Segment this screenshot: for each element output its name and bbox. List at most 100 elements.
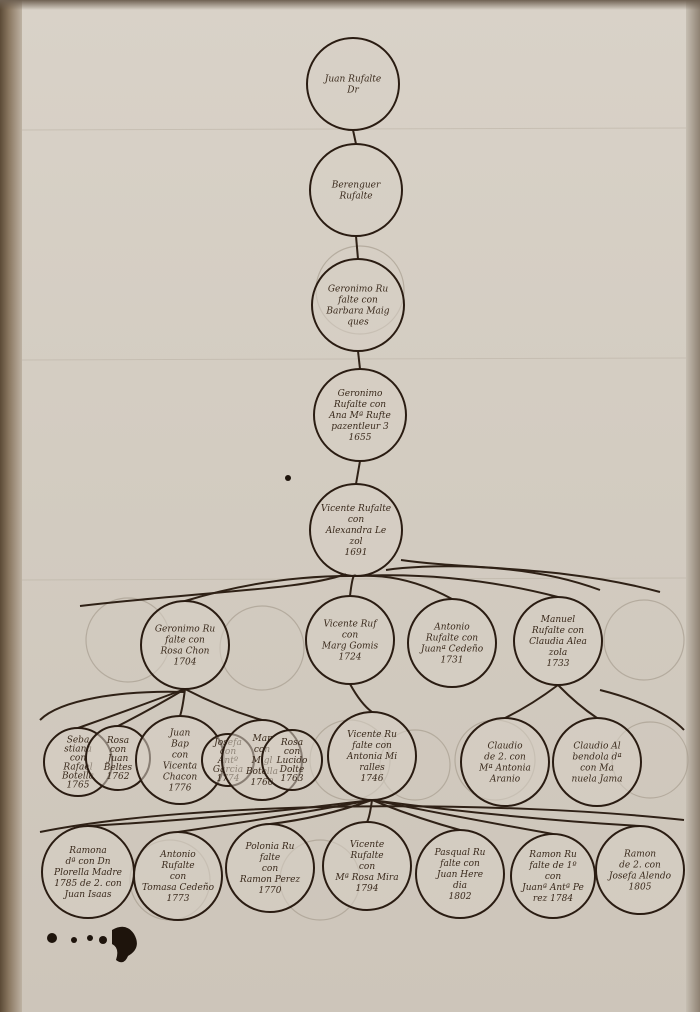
node-label: Polonia Ru (245, 842, 295, 852)
node-label: Geronimo (338, 389, 383, 399)
node-label: ques (347, 318, 369, 328)
node-label: zola (548, 648, 567, 658)
node-label: Geronimo Ru (155, 625, 216, 635)
node-label: Seba (67, 736, 90, 746)
node-label: con (348, 515, 364, 525)
node-label: Rosa (280, 738, 303, 748)
node-label: 1794 (356, 884, 379, 894)
node-circle (513, 596, 603, 686)
node-label: falte con (351, 741, 392, 751)
branch-connector (87, 799, 373, 827)
node-circle (327, 711, 417, 801)
node-circle (225, 823, 315, 913)
node-label: 1760 (251, 778, 274, 788)
node-label: Rufalte con (333, 400, 386, 410)
node-label: con Ma (580, 764, 614, 774)
node-label: Rufalte (349, 851, 383, 861)
tree-connectors (39, 129, 685, 835)
branch-connector (355, 574, 559, 598)
node-label: Antonio (433, 623, 470, 633)
node-label: Manuel (540, 615, 576, 625)
node-circle (309, 483, 403, 577)
branch-connector (349, 683, 373, 713)
node-circle (311, 258, 405, 352)
node-label: 1785 de 2. con (54, 879, 122, 889)
node-label: de 2. con (619, 861, 661, 871)
branch-connector (269, 799, 373, 825)
node-label: con (262, 864, 278, 874)
node-label: 1773 (167, 894, 190, 904)
node-circle (322, 821, 412, 911)
node-label: con (545, 872, 561, 882)
node-label: Ramon (623, 850, 656, 860)
branch-connector (371, 799, 554, 835)
node-label: con (110, 745, 126, 755)
branch-connector (371, 799, 461, 831)
chain-connector (357, 350, 361, 370)
node-label: Vicente Ru (347, 730, 397, 740)
branch-connector (184, 574, 357, 602)
node-label: rez 1784 (533, 894, 573, 904)
node-label: Vicente Rufalte (321, 504, 391, 514)
node-label: Mª Rosa Mira (334, 873, 398, 883)
node-label: Lucido (276, 756, 308, 766)
node-label: Beltes (103, 763, 133, 773)
node-label: Vicente Ruf (323, 620, 378, 630)
branch-connector (371, 799, 641, 827)
node-label: 1802 (449, 892, 472, 902)
node-label: Berenguer (331, 181, 381, 191)
node-circle (306, 37, 400, 131)
node-label: dia (453, 881, 467, 891)
node-label: Ramon Perez (239, 875, 301, 885)
node-label: Ana Mª Rufte (328, 411, 391, 421)
node-label: Juan Rufalte (323, 75, 382, 85)
node-label: Rufalte (338, 192, 372, 202)
page-edge (686, 0, 700, 1012)
node-label: Botella (61, 772, 94, 782)
node-label: Antonia Mi (346, 752, 397, 762)
node-label: Claudio Al (573, 742, 620, 752)
node-label: stiana (64, 745, 92, 755)
node-label: 1691 (345, 548, 368, 558)
branch-connector (504, 684, 559, 719)
node-label: Vicenta (163, 762, 197, 772)
node-label: de 2. con (484, 753, 526, 763)
node-label: Alexandra Le (325, 526, 387, 536)
node-label: Claudio (488, 742, 524, 752)
node-label: nuela Jama (572, 775, 623, 785)
node-label: Bap (170, 740, 189, 750)
ink-blots (47, 475, 291, 963)
node-label: Chacon (163, 773, 198, 783)
chain-connector (355, 460, 361, 485)
node-label: 1770 (259, 886, 282, 896)
node-label: Tomasa Cedeño (142, 883, 215, 893)
node-circle (415, 829, 505, 919)
node-label: con (254, 745, 270, 755)
branch-connector (557, 684, 598, 719)
node-label: Aranio (489, 775, 521, 785)
branch-connector (177, 799, 373, 833)
node-label: Juan Isaas (63, 890, 112, 900)
node-label: Rafael (62, 763, 92, 773)
node-label: Plorella Madre (53, 868, 122, 878)
node-label: Botella (245, 767, 278, 777)
node-circle (552, 717, 642, 807)
node-label: con (284, 747, 300, 757)
node-label: Claudia Alea (529, 637, 587, 647)
node-label: Vicente (350, 840, 384, 850)
node-label: Pasqual Ru (434, 848, 486, 858)
node-label: con (359, 862, 375, 872)
branch-connector (39, 805, 685, 833)
